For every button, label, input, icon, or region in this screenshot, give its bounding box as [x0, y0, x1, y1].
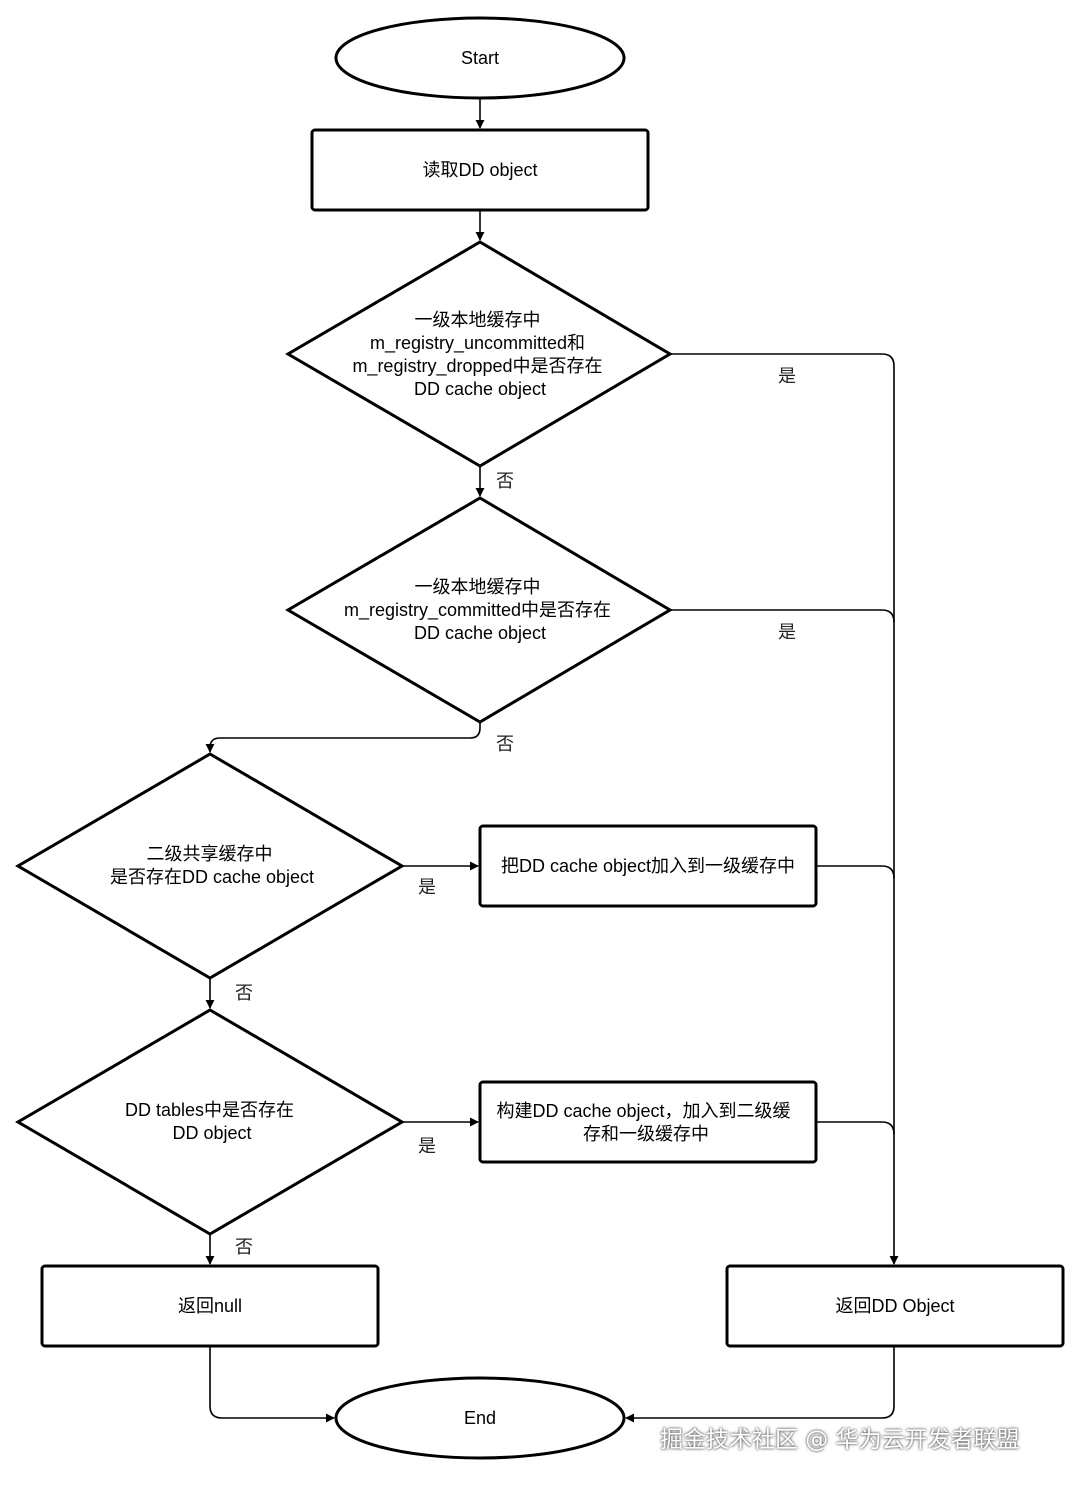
read-node: 读取DD object [310, 128, 650, 212]
check1-line: 一级本地缓存中 [414, 310, 540, 330]
watermark: 掘金技术社区 @ 华为云开发者联盟 [660, 1427, 1020, 1453]
edge-labels: 是 否 是 否 是 否 是 否 [235, 366, 796, 1257]
retnull-node: 返回null [40, 1264, 380, 1348]
edge-check2-yes [670, 609, 895, 623]
add1-node: 把DD cache object加入到一级缓存中 [478, 824, 818, 908]
edge-retobj-end [625, 1346, 895, 1423]
build-line: 构建DD cache object，加入到二级缓 [496, 1101, 790, 1121]
edge-label-check3-yes: 是 [418, 877, 436, 897]
edge-label-check2-yes: 是 [778, 622, 796, 642]
check4-line: DD object [172, 1123, 251, 1143]
check3-label: 二级共享缓存中 是否存在DD cache object [110, 844, 314, 887]
check2-line: m_registry_committed中是否存在 [344, 600, 611, 621]
edge-check1-yes [670, 353, 899, 1265]
check2-label: 一级本地缓存中 m_registry_committed中是否存在 DD cac… [344, 577, 616, 643]
retobj-label: 返回DD Object [835, 1296, 954, 1316]
edge-label-check1-no: 否 [496, 471, 514, 491]
build-node: 构建DD cache object，加入到二级缓 存和一级缓存中 [478, 1080, 818, 1164]
check1-line: DD cache object [414, 379, 546, 399]
read-label: 读取DD object [422, 160, 537, 180]
check4-label: DD tables中是否存在 DD object [125, 1100, 299, 1143]
build-label: 构建DD cache object，加入到二级缓 存和一级缓存中 [496, 1101, 795, 1144]
add1-label: 把DD cache object加入到一级缓存中 [501, 856, 795, 876]
edge-check2-no [205, 722, 481, 753]
retnull-label: 返回null [178, 1296, 242, 1316]
check2-line: DD cache object [414, 623, 546, 643]
edge-label-check2-no: 否 [496, 734, 514, 754]
retobj-node: 返回DD Object [725, 1264, 1065, 1348]
edges [205, 98, 899, 1423]
edge-label-check4-yes: 是 [418, 1136, 436, 1156]
end-label: End [464, 1408, 496, 1428]
check3-line: 是否存在DD cache object [110, 867, 314, 887]
check2-line: 一级本地缓存中 [414, 577, 540, 597]
check3-node: 二级共享缓存中 是否存在DD cache object [15, 752, 405, 980]
build-line: 存和一级缓存中 [583, 1124, 709, 1144]
start-label: Start [461, 48, 499, 68]
edge-retnull-end [209, 1346, 335, 1423]
end-node: End [334, 1376, 626, 1460]
check1-node: 一级本地缓存中 m_registry_uncommitted和 m_regist… [285, 240, 673, 468]
edge-label-check1-yes: 是 [778, 366, 796, 386]
edge-label-check3-no: 否 [235, 983, 253, 1003]
check1-line: m_registry_dropped中是否存在 [352, 356, 602, 377]
check2-node: 一级本地缓存中 m_registry_committed中是否存在 DD cac… [285, 496, 673, 724]
check4-line: DD tables中是否存在 [125, 1100, 294, 1120]
start-node: Start [334, 16, 626, 100]
check1-line: m_registry_uncommitted和 [370, 333, 585, 354]
check4-node: DD tables中是否存在 DD object [15, 1008, 405, 1236]
check1-label: 一级本地缓存中 m_registry_uncommitted和 m_regist… [352, 310, 607, 399]
edge-add1-merge [816, 865, 895, 879]
edge-label-check4-no: 否 [235, 1237, 253, 1257]
edge-build-merge [816, 1121, 895, 1135]
check3-line: 二级共享缓存中 [146, 844, 272, 864]
